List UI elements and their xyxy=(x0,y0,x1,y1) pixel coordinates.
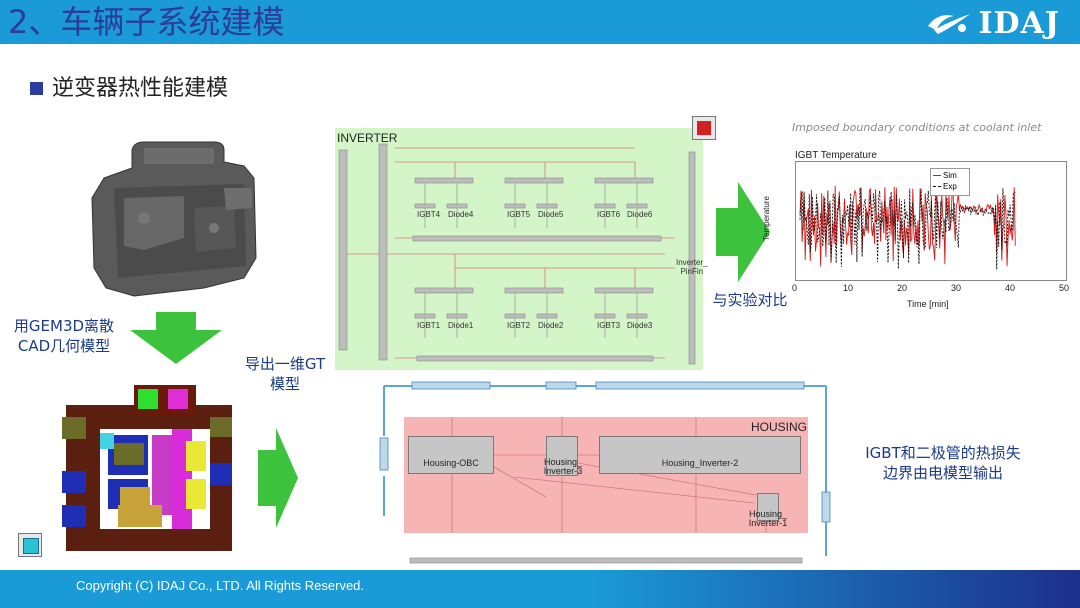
x-tick-30: 30 xyxy=(951,283,962,293)
housing-inverter3-block: Housing_ Inverter-3 xyxy=(544,436,582,476)
model-view-icon-inner xyxy=(23,538,39,554)
module-label-diode4: Diode4 xyxy=(448,210,474,219)
x-tick-0: 0 xyxy=(792,283,798,293)
module-label-igbt2: IGBT2 xyxy=(507,321,531,330)
x-tick-50: 50 xyxy=(1059,283,1070,293)
export-gt-label: 导出一维GT 模型 xyxy=(230,354,340,394)
housing-title: HOUSING xyxy=(751,420,808,434)
down-arrow-icon xyxy=(130,312,222,364)
legend-exp-label: Exp xyxy=(943,182,957,191)
module-label-igbt1: IGBT1 xyxy=(417,321,441,330)
inverter-circuit xyxy=(338,143,696,365)
discretized-cad-image xyxy=(62,385,232,551)
housing-pipe-frame xyxy=(379,381,831,564)
compare-label: 与实验对比 xyxy=(712,291,788,309)
module-label-igbt5: IGBT5 xyxy=(507,210,531,219)
chart-legend: Sim Exp xyxy=(930,168,970,196)
legend-exp-swatch xyxy=(933,186,941,187)
module-label-igbt6: IGBT6 xyxy=(597,210,621,219)
housing-inverter2-label: Housing_Inverter-2 xyxy=(661,458,739,468)
module-label-diode2: Diode2 xyxy=(538,321,564,330)
housing-inverter1-label: Housing_ Inverter-1 xyxy=(748,509,788,528)
export-gt-label-text: 导出一维GT 模型 xyxy=(244,355,326,393)
logo-text: IDAJ xyxy=(978,5,1060,41)
module-label-diode3: Diode3 xyxy=(627,321,653,330)
header-bar xyxy=(0,0,1080,44)
inverter-view-icon-inner xyxy=(697,121,711,135)
company-logo: IDAJ xyxy=(924,5,1060,41)
chart-plot-area: Sim Exp xyxy=(795,161,1067,281)
module-label-igbt3: IGBT3 xyxy=(597,321,621,330)
pinfin-label: Inverter_ PinFin xyxy=(676,258,708,276)
bullet-marker xyxy=(30,82,43,95)
gem3d-label: 用GEM3D离散 CAD几何模型 xyxy=(2,316,126,356)
chart-arrow-icon xyxy=(716,182,770,282)
chart-xlabel: Time [min] xyxy=(907,299,949,309)
module-label-diode6: Diode6 xyxy=(627,210,653,219)
section-heading: 逆变器热性能建模 xyxy=(52,76,229,101)
housing-inverter3-label: Housing_ Inverter-3 xyxy=(543,457,583,476)
legend-sim-label: Sim xyxy=(943,171,957,180)
page-title: 2、车辆子系统建模 xyxy=(8,3,285,41)
legend-item-exp: Exp xyxy=(933,182,957,191)
footer-bar xyxy=(0,570,1080,608)
series-line-sim xyxy=(799,185,1016,267)
x-tick-20: 20 xyxy=(897,283,908,293)
heat-loss-label: IGBT和二极管的热损失 边界由电模型输出 xyxy=(846,443,1040,483)
copyright-text: Copyright (C) IDAJ Co., LTD. All Rights … xyxy=(76,578,365,593)
heat-loss-label-text: IGBT和二极管的热损失 边界由电模型输出 xyxy=(865,444,1021,482)
cad-casing-image xyxy=(91,141,257,297)
module-label-diode1: Diode1 xyxy=(448,321,474,330)
logo-swoosh-icon xyxy=(928,14,971,34)
gem3d-label-text: 用GEM3D离散 CAD几何模型 xyxy=(13,317,115,355)
legend-item-sim: Sim xyxy=(933,171,957,180)
housing-obc-block: Housing-OBC xyxy=(408,436,494,474)
chart-note: Imposed boundary conditions at coolant i… xyxy=(792,121,1042,134)
legend-sim-swatch xyxy=(933,175,941,176)
housing-inverter2-block: Housing_Inverter-2 xyxy=(599,436,801,474)
inverter-view-icon[interactable] xyxy=(692,116,716,140)
model-view-icon[interactable] xyxy=(18,533,42,557)
module-label-diode5: Diode5 xyxy=(538,210,564,219)
module-label-igbt4: IGBT4 xyxy=(417,210,441,219)
x-tick-10: 10 xyxy=(843,283,854,293)
inverter-title: INVERTER xyxy=(337,131,398,145)
chart-svg xyxy=(799,185,1016,270)
chart-title: IGBT Temperature xyxy=(795,150,877,161)
housing-obc-label: Housing-OBC xyxy=(423,458,479,468)
chart-ylabel: Temperature xyxy=(761,196,771,241)
right-arrow-icon xyxy=(258,428,298,528)
housing-inverter1-block: Housing_ Inverter-1 xyxy=(749,493,787,528)
x-tick-40: 40 xyxy=(1005,283,1016,293)
series-line-exp xyxy=(799,187,1016,270)
inverter-model-panel xyxy=(335,128,703,370)
